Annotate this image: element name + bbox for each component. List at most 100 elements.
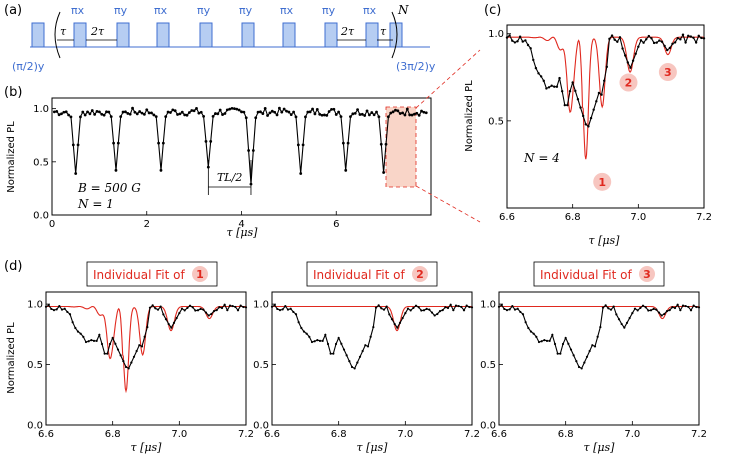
ticks-c-xtick-0: 6.6 bbox=[499, 212, 515, 223]
data-point bbox=[74, 326, 77, 330]
xlabel-b: τ [μs] bbox=[227, 226, 259, 239]
data-point bbox=[351, 112, 355, 116]
data-point bbox=[244, 306, 248, 309]
data-point bbox=[516, 40, 519, 43]
data-point bbox=[247, 149, 251, 152]
data-point bbox=[147, 111, 151, 115]
data-point bbox=[87, 340, 90, 343]
data-point bbox=[187, 111, 191, 114]
data-point bbox=[140, 345, 144, 348]
pulse-4 bbox=[199, 22, 213, 48]
peak-badge-circle-1 bbox=[593, 172, 612, 191]
data-point bbox=[564, 336, 567, 340]
ticks-d3-xtick-0: 6.6 bbox=[491, 429, 507, 440]
data-point bbox=[537, 72, 540, 75]
data-point bbox=[175, 316, 178, 320]
data-point bbox=[62, 110, 66, 114]
data-point bbox=[71, 143, 75, 147]
data-point bbox=[278, 309, 282, 312]
data-point bbox=[382, 171, 386, 174]
data-point bbox=[410, 113, 414, 117]
fit-line-c bbox=[507, 36, 704, 160]
data-point bbox=[60, 308, 64, 311]
data-point bbox=[588, 349, 591, 353]
data-point bbox=[192, 109, 196, 113]
data-point bbox=[567, 342, 570, 345]
data-point bbox=[377, 115, 381, 119]
data-point bbox=[324, 333, 327, 336]
data-point bbox=[420, 109, 423, 113]
data-point bbox=[631, 312, 634, 315]
data-point bbox=[462, 309, 466, 312]
data-point bbox=[543, 339, 546, 342]
data-point bbox=[642, 41, 645, 44]
data-point bbox=[211, 114, 215, 118]
data-point bbox=[616, 40, 619, 43]
data-point bbox=[98, 333, 101, 336]
data-point bbox=[218, 108, 222, 112]
data-point bbox=[230, 106, 234, 110]
data-point bbox=[398, 321, 402, 324]
data-point bbox=[282, 107, 286, 111]
data-point bbox=[561, 342, 565, 346]
panel-label-c: (c) bbox=[484, 3, 501, 18]
pulse-3 bbox=[156, 22, 170, 48]
data-point bbox=[273, 110, 277, 114]
data-point bbox=[142, 113, 146, 116]
data-point bbox=[164, 115, 168, 119]
data-point bbox=[430, 311, 434, 314]
data-point bbox=[90, 339, 93, 342]
data-point bbox=[602, 79, 606, 82]
data-point bbox=[571, 81, 574, 84]
data-point bbox=[412, 306, 415, 310]
data-point bbox=[511, 39, 514, 42]
data-point bbox=[655, 308, 658, 311]
data-point bbox=[88, 112, 92, 116]
data-point bbox=[214, 112, 217, 115]
data-point bbox=[545, 339, 549, 342]
data-point bbox=[183, 113, 187, 117]
data-point bbox=[228, 304, 232, 307]
fit-line-d3 bbox=[499, 305, 699, 320]
data-point bbox=[566, 103, 569, 107]
data-point bbox=[671, 306, 674, 309]
ticks-c-ytick-1: 1.0 bbox=[488, 29, 504, 40]
data-point bbox=[636, 309, 639, 312]
data-point bbox=[639, 39, 643, 42]
data-point bbox=[114, 342, 117, 345]
ticks-d2-xtick-0: 6.6 bbox=[264, 429, 280, 440]
fit-title-3: Individual Fit of bbox=[540, 268, 632, 282]
ticks-d1-ytick-2: 1.0 bbox=[27, 300, 43, 311]
plot-frame-c bbox=[506, 24, 705, 209]
data-point bbox=[425, 307, 428, 310]
data-point bbox=[261, 112, 265, 115]
data-point bbox=[393, 322, 396, 326]
data-point bbox=[697, 34, 700, 38]
data-point bbox=[207, 314, 210, 317]
data-point bbox=[148, 306, 152, 309]
data-point bbox=[197, 111, 201, 115]
data-point bbox=[232, 107, 236, 111]
data-point bbox=[55, 109, 59, 113]
data-point bbox=[83, 113, 87, 117]
data-point bbox=[441, 309, 444, 312]
ticks-d2-ytick-2: 1.0 bbox=[253, 300, 269, 311]
data-point bbox=[521, 40, 524, 43]
data-point bbox=[560, 90, 564, 93]
data-point bbox=[444, 306, 447, 309]
data-point bbox=[641, 304, 645, 307]
data-point bbox=[505, 309, 509, 312]
data-point bbox=[325, 113, 329, 117]
data-point bbox=[558, 76, 561, 80]
data-point bbox=[254, 116, 258, 120]
data-point bbox=[225, 108, 229, 112]
data-point bbox=[595, 100, 598, 103]
data-point bbox=[138, 110, 142, 113]
data-point bbox=[270, 109, 274, 113]
data-point bbox=[131, 106, 134, 110]
pulse-label-7: πy bbox=[322, 4, 336, 17]
data-point bbox=[111, 336, 114, 340]
data-point bbox=[575, 360, 578, 363]
data-point bbox=[74, 172, 78, 175]
data-point bbox=[92, 339, 96, 342]
